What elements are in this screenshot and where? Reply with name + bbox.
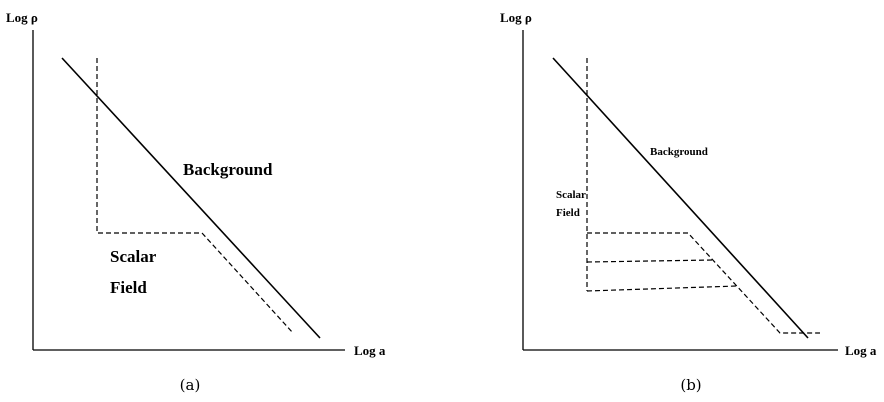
panel-b-x-axis-label: Log a xyxy=(845,343,877,358)
panel-a-background-line xyxy=(61,57,321,339)
panel-b-scalar-field-line-2 xyxy=(586,259,714,263)
panel-a-scalar-field-line xyxy=(96,58,294,334)
panel-b-scalar-field-line-1 xyxy=(587,232,820,334)
panel-a-y-axis-label: Log ρ xyxy=(6,10,38,25)
panel-b-field-label: Field xyxy=(556,207,580,219)
panel-b-y-axis-label: Log ρ xyxy=(500,10,532,25)
panel-a: Log ρ Log a Background Scalar Field (a) xyxy=(6,10,386,394)
panel-a-background-label: Background xyxy=(183,160,273,179)
panel-b: Log ρ Log a Background Scalar Field (b) xyxy=(500,10,877,394)
panel-b-caption: (b) xyxy=(680,376,701,394)
panel-a-caption: (a) xyxy=(180,376,201,394)
panel-a-x-axis-label: Log a xyxy=(354,343,386,358)
panel-b-background-line xyxy=(552,57,809,339)
panel-b-scalar-field-line-3 xyxy=(586,285,738,292)
panel-a-scalar-label: Scalar xyxy=(110,247,157,266)
panel-a-field-label: Field xyxy=(110,278,147,297)
panel-b-scalar-label: Scalar xyxy=(556,189,586,201)
panel-b-background-label: Background xyxy=(650,146,708,158)
